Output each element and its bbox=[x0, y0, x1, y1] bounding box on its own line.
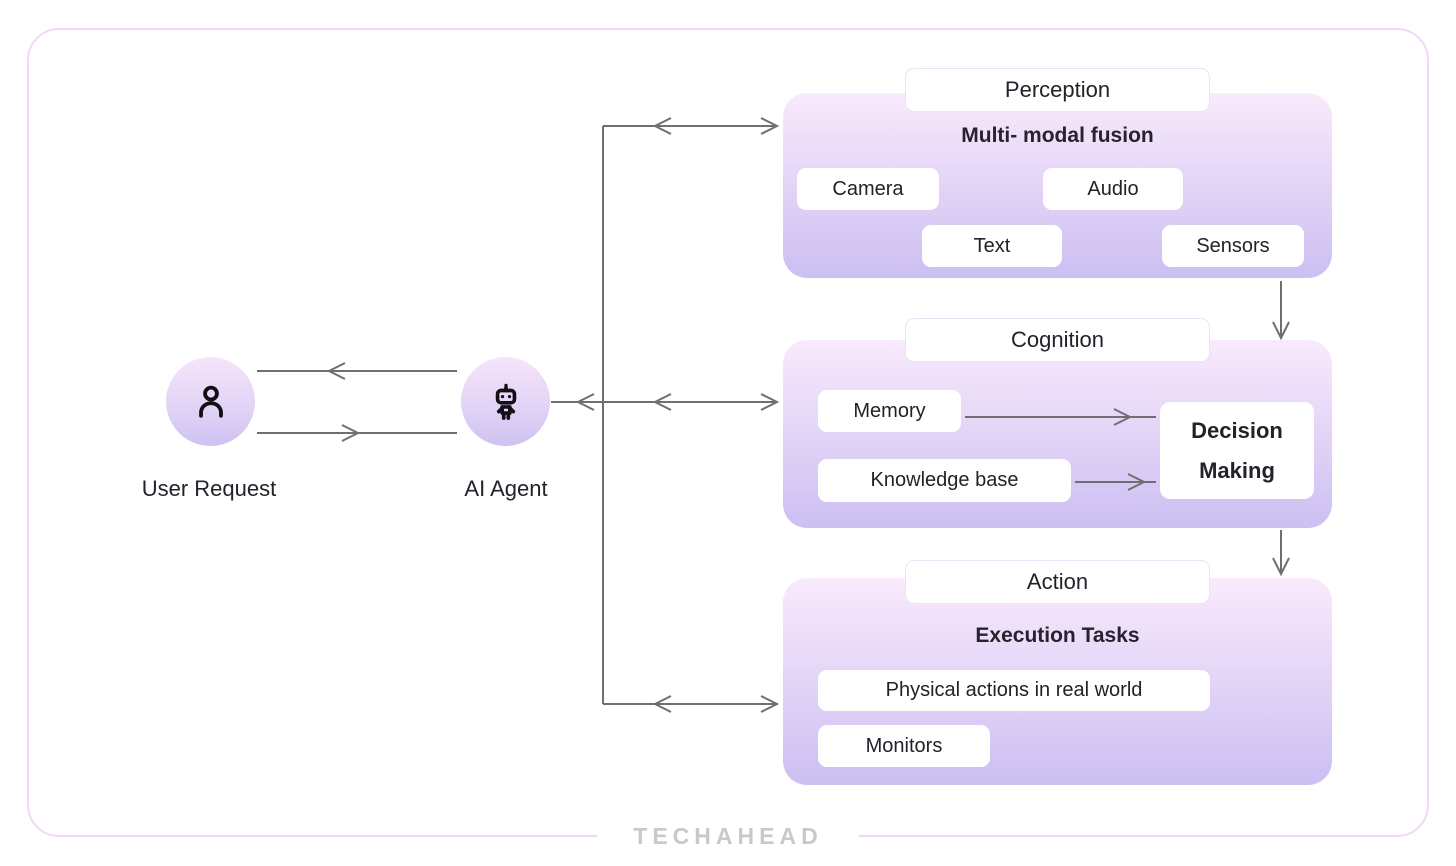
panel-cognition-title: Cognition bbox=[905, 318, 1210, 362]
chip-text: Text bbox=[922, 225, 1062, 267]
chip-knowledge-base: Knowledge base bbox=[818, 459, 1071, 502]
panel-action-subtitle: Execution Tasks bbox=[975, 624, 1140, 647]
panel-perception: Perception Multi- modal fusion Camera Au… bbox=[783, 68, 1332, 278]
panel-action: Action Execution Tasks Physical actions … bbox=[783, 560, 1332, 785]
user-label: User Request bbox=[141, 476, 277, 501]
user-avatar bbox=[166, 357, 255, 446]
brand-footer: TECHAHEAD bbox=[597, 814, 859, 858]
agent-avatar bbox=[461, 357, 550, 446]
brand-wordmark: TECHAHEAD bbox=[633, 822, 823, 849]
chip-audio: Audio bbox=[1043, 168, 1183, 210]
panel-perception-subtitle: Multi- modal fusion bbox=[961, 124, 1154, 147]
chip-sensors: Sensors bbox=[1162, 225, 1304, 267]
chip-physical-actions: Physical actions in real world bbox=[818, 670, 1210, 711]
user-icon bbox=[188, 379, 234, 425]
agent-label: AI Agent bbox=[464, 476, 548, 501]
chip-monitors: Monitors bbox=[818, 725, 990, 767]
panel-perception-title: Perception bbox=[905, 68, 1210, 112]
chip-memory: Memory bbox=[818, 390, 961, 432]
robot-icon bbox=[483, 379, 529, 425]
panel-cognition: Cognition Memory Knowledge base Decision… bbox=[783, 318, 1332, 528]
panel-action-title: Action bbox=[905, 560, 1210, 604]
decision-making-box: Decision Making bbox=[1160, 402, 1314, 499]
chip-camera: Camera bbox=[797, 168, 939, 210]
